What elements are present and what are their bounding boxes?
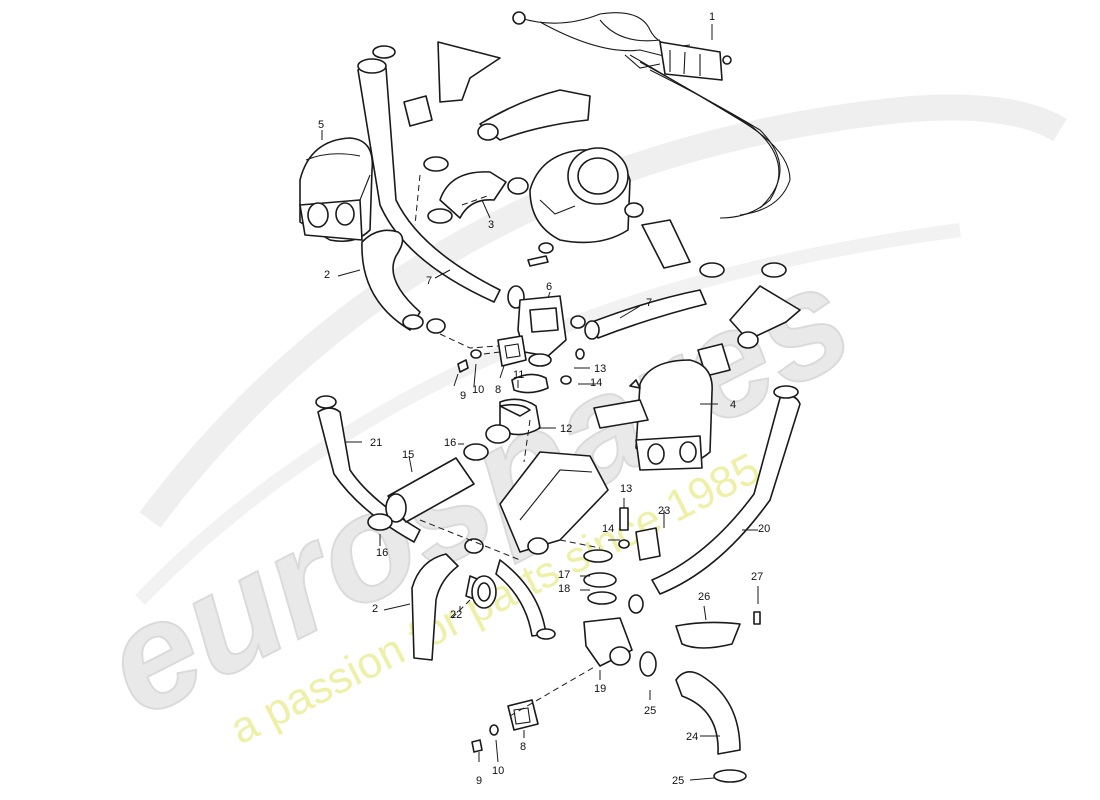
callout-6: 6 xyxy=(546,281,552,293)
part-elbow-12 xyxy=(485,398,541,444)
callout-15: 15 xyxy=(402,449,414,461)
part-lower-right-set xyxy=(628,527,761,783)
callout-10-upper: 10 xyxy=(472,384,484,396)
callout-14-lower: 14 xyxy=(602,523,614,535)
callout-16-upper: 16 xyxy=(444,437,456,449)
callout-5: 5 xyxy=(318,119,324,131)
part-heat-exchanger-left xyxy=(299,137,374,243)
part-wiring-harness xyxy=(512,11,791,219)
callout-19: 19 xyxy=(594,683,606,695)
part-heat-exchanger-right xyxy=(593,359,713,471)
callout-1: 1 xyxy=(709,11,715,23)
part-blower-assembly xyxy=(427,147,725,278)
part-junction-6 xyxy=(517,295,586,367)
callout-2-lower: 2 xyxy=(372,603,378,615)
callout-13-upper: 13 xyxy=(594,363,606,375)
callout-21: 21 xyxy=(370,437,382,449)
callout-4: 4 xyxy=(730,399,736,411)
callout-11: 11 xyxy=(513,369,524,381)
callout-17: 17 xyxy=(558,569,570,581)
assembly-lines xyxy=(414,174,601,717)
callout-8-lower: 8 xyxy=(520,741,526,753)
callout-20: 20 xyxy=(758,523,770,535)
leader-lines xyxy=(321,24,759,781)
callout-2-upper: 2 xyxy=(324,269,330,281)
callout-labels: 1 2 2 3 4 5 6 7 7 8 8 9 9 10 10 11 12 13… xyxy=(318,11,770,787)
part-hose-2-upper xyxy=(361,229,446,334)
callout-3: 3 xyxy=(488,219,494,231)
callout-13-lower: 13 xyxy=(620,483,632,495)
callout-12: 12 xyxy=(560,423,572,435)
callout-25-lower: 25 xyxy=(672,775,684,787)
callout-24: 24 xyxy=(686,731,698,743)
callout-25-upper: 25 xyxy=(644,705,656,717)
part-valve-8-upper xyxy=(457,335,585,394)
callout-18: 18 xyxy=(558,583,570,595)
part-distributor xyxy=(499,451,609,555)
callout-23: 23 xyxy=(658,505,670,517)
part-hose-20 xyxy=(651,385,801,595)
callout-14-upper: 14 xyxy=(590,377,602,389)
callout-22: 22 xyxy=(450,609,462,621)
part-tube-15 xyxy=(367,443,489,531)
part-grommet-22 xyxy=(471,575,497,609)
callout-9-lower: 9 xyxy=(476,775,482,787)
part-rings-valve xyxy=(583,507,657,677)
callout-27: 27 xyxy=(751,571,763,583)
callout-7-lower: 7 xyxy=(646,297,652,309)
callout-8-upper: 8 xyxy=(495,384,501,396)
callout-16-lower: 16 xyxy=(376,547,388,559)
part-valve-8-lower xyxy=(471,699,539,753)
callout-9-upper: 9 xyxy=(460,390,466,402)
callout-7-upper: 7 xyxy=(426,275,432,287)
callout-10-lower: 10 xyxy=(492,765,504,777)
callout-26: 26 xyxy=(698,591,710,603)
part-upper-ducts xyxy=(403,41,591,172)
